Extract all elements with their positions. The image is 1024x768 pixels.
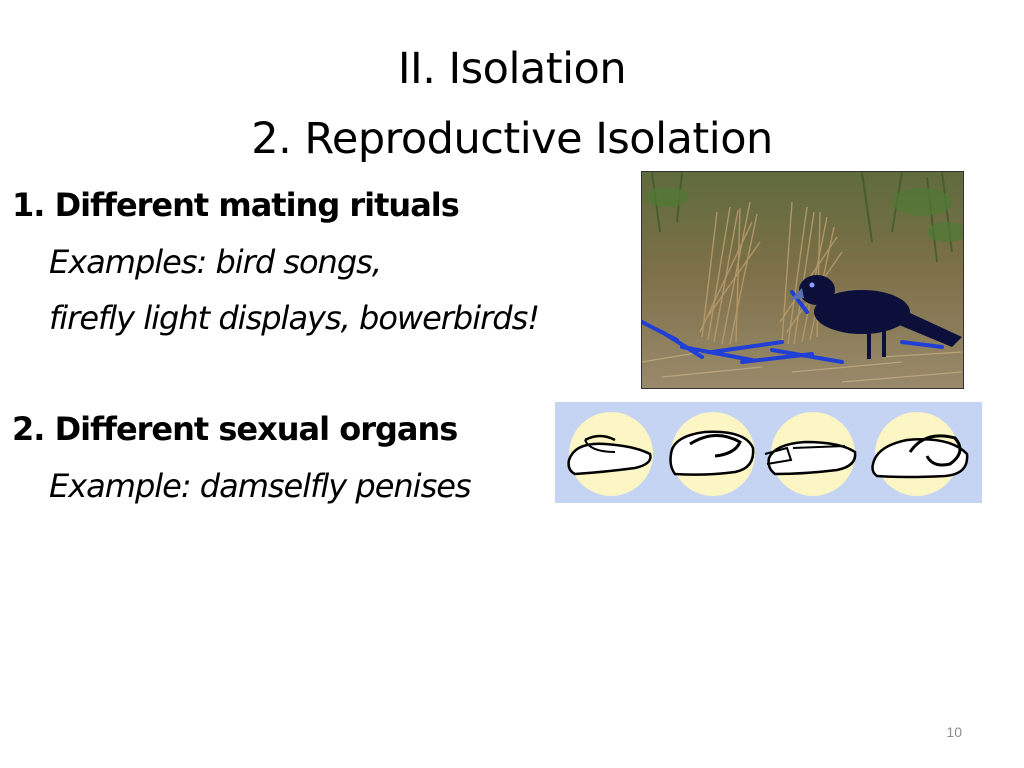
damselfly-diagram-3 xyxy=(764,412,857,496)
item-heading-sexual-organs: 2. Different sexual organs xyxy=(12,410,458,448)
title-line-1: II. Isolation xyxy=(397,44,627,94)
slide-title: II. Isolation 2. Reproductive Isolation xyxy=(0,34,1024,174)
title-line-2: 2. Reproductive Isolation xyxy=(251,114,773,164)
bowerbird-photo xyxy=(641,171,964,389)
damselfly-diagram-4 xyxy=(871,412,969,496)
damselfly-illustration xyxy=(567,412,969,496)
item-example-line: firefly light displays, bowerbirds! xyxy=(49,299,540,337)
damselfly-diagram-2 xyxy=(669,412,755,496)
damselfly-diagram-1 xyxy=(567,412,653,496)
item-heading-mating-rituals: 1. Different mating rituals xyxy=(12,186,460,224)
bowerbird-illustration xyxy=(642,172,963,388)
item-example-line: Example: damselfly penises xyxy=(49,467,472,505)
damselfly-diagram-panel xyxy=(555,402,982,503)
page-number: 10 xyxy=(946,724,962,740)
item-example-line: Examples: bird songs, xyxy=(49,243,382,281)
